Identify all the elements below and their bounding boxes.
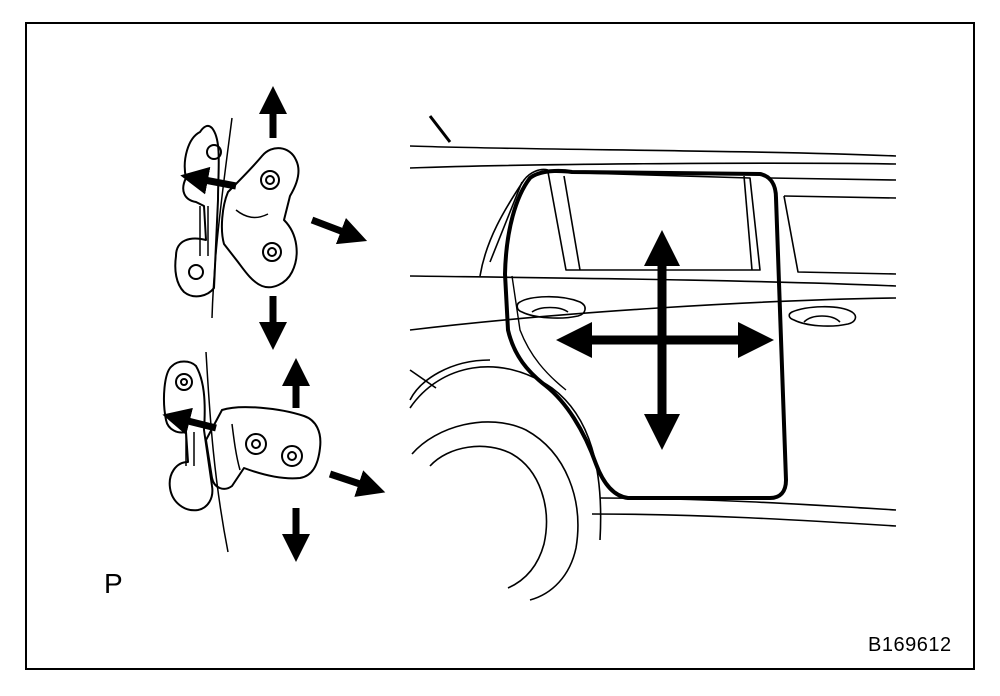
lower-hinge-arrows [162,358,386,562]
lower-hinge [163,351,322,553]
door-adjust-arrows [556,230,774,450]
upper-hinge-arrows [180,86,368,350]
figure-frame [25,22,975,670]
figure-id: B169612 [868,634,952,656]
view-label: P [104,568,123,599]
vehicle-outline [409,115,897,601]
upper-hinge [174,117,300,319]
